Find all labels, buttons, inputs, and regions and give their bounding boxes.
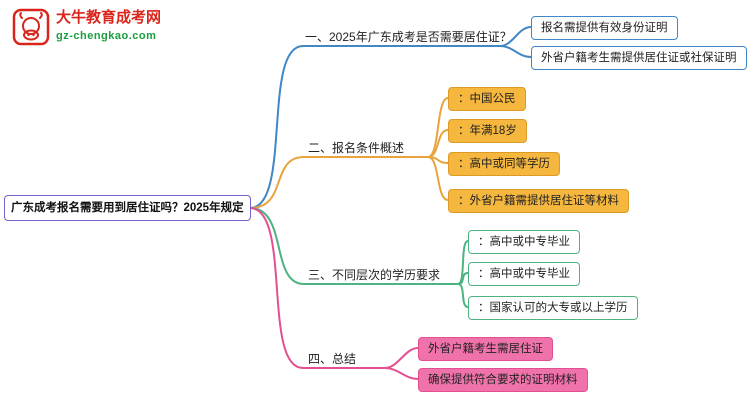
branch-1-links <box>249 26 532 209</box>
branch-1-child-2: 外省户籍考生需提供居住证或社保证明 <box>531 46 747 70</box>
branch-3-label: 三、不同层次的学历要求 <box>308 268 441 282</box>
branch-3-child-1: ：高中或中专毕业 <box>468 230 580 254</box>
branch-1-child-1: 报名需提供有效身份证明 <box>531 16 678 40</box>
site-logo: 大牛教育成考网 gz-chengkao.com <box>12 8 161 46</box>
logo-title: 大牛教育成考网 <box>56 9 162 26</box>
branch-4-child-1: 外省户籍考生需居住证 <box>418 337 553 361</box>
branch-2-child-3: ：高中或同等学历 <box>448 152 560 176</box>
root-node: 广东成考报名需要用到居住证吗？2025年规定 <box>4 195 251 221</box>
branch-3-links <box>249 207 469 308</box>
branch-2-child-4: ：外省户籍需提供居住证等材料 <box>448 189 629 213</box>
branch-4-links <box>249 207 419 380</box>
branch-4-child-2: 确保提供符合要求的证明材料 <box>418 368 588 392</box>
branch-2-child-1: ：中国公民 <box>448 87 526 111</box>
logo-subtitle: gz-chengkao.com <box>56 30 157 42</box>
branch-1-label: 一、2025年广东成考是否需要居住证？ <box>305 30 512 44</box>
branch-3-child-3: ：国家认可的大专或以上学历 <box>468 296 638 320</box>
branch-2-label: 二、报名条件概述 <box>308 141 405 155</box>
branch-2-child-2: ：年满18岁 <box>448 119 527 143</box>
cow-logo-icon <box>12 8 50 46</box>
branch-3-child-2: ：高中或中专毕业 <box>468 262 580 286</box>
branch-4-label: 四、总结 <box>308 352 357 366</box>
branch-2-links <box>249 97 449 209</box>
